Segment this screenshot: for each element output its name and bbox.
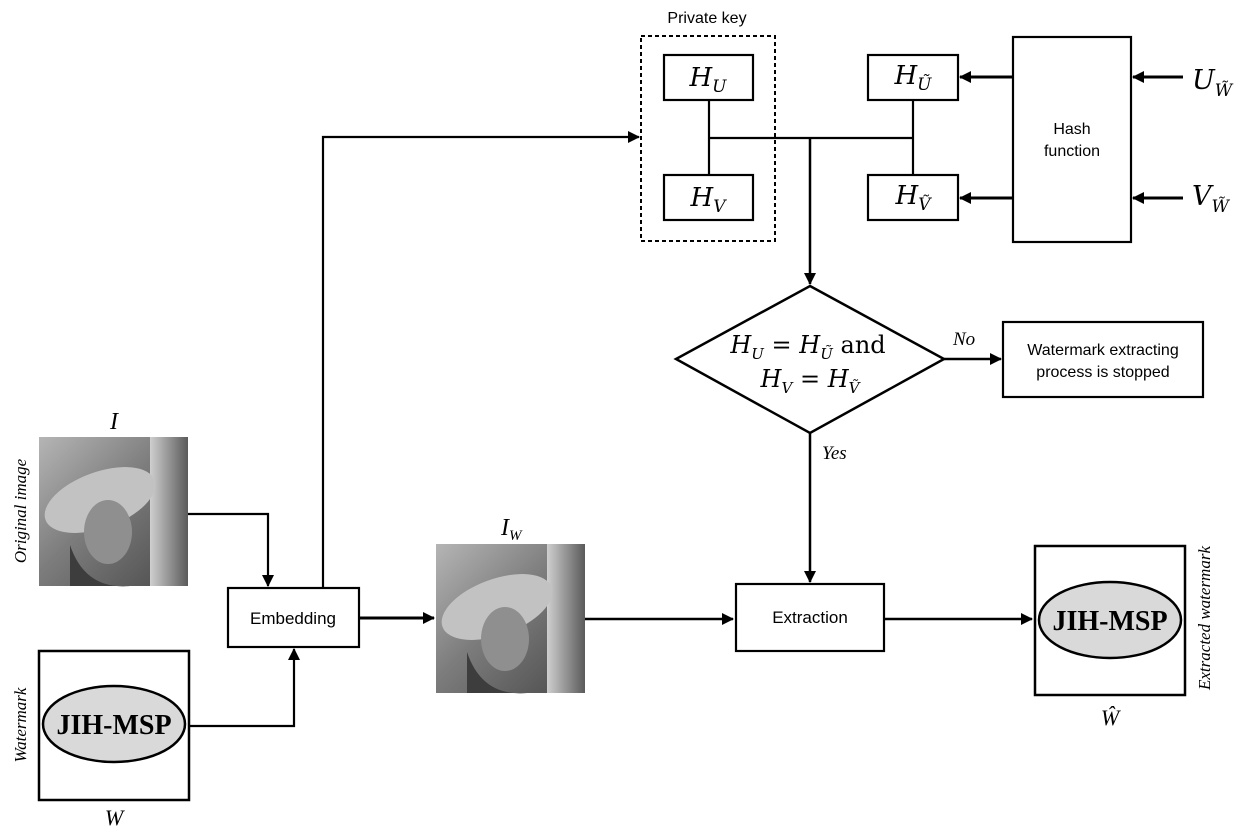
watermark-text: JIH-MSP: [56, 710, 171, 741]
decision-hu: H: [729, 331, 752, 359]
hash-function-box: Hash function: [1011, 35, 1133, 244]
decision-hv: H: [760, 365, 783, 393]
hu-tilde-symbol: H: [893, 61, 918, 91]
hash-function-line2: function: [1044, 143, 1100, 160]
decision-diamond: HU = HŨ and HV = HṼ: [673, 284, 947, 435]
watermark-to-embedding-arrow: [189, 648, 300, 728]
svg-text:HŨ: HŨ: [893, 61, 932, 95]
svg-text:UW̃: UW̃: [1192, 65, 1234, 101]
decision-eq1: =: [764, 331, 799, 359]
decision-hu-sub: U: [751, 345, 765, 363]
extraction-label: Extraction: [772, 608, 848, 627]
v-input-subscript: W̃: [1212, 197, 1231, 217]
extracted-watermark-image: JIH-MSP: [1033, 544, 1187, 697]
u-input-symbol: U: [1192, 65, 1216, 96]
no-label: No: [952, 329, 975, 350]
hu-tilde-subscript: Ũ: [917, 74, 932, 95]
hv-tilde-symbol: H: [895, 181, 920, 211]
private-key-title: Private key: [667, 10, 746, 27]
stopped-line2: process is stopped: [1036, 364, 1169, 381]
watermarked-image: [436, 544, 585, 694]
decision-and: and: [833, 331, 886, 359]
stopped-box: Watermark extracting process is stopped: [1001, 320, 1205, 399]
u-input-subscript: W̃: [1215, 81, 1234, 101]
embedding-to-private-key-arrow: [321, 131, 640, 588]
extracted-watermark-symbol: Ŵ: [1101, 705, 1121, 730]
extracted-watermark-side-label: Extracted watermark: [1195, 546, 1214, 691]
embedding-box: Embedding: [226, 586, 361, 649]
hu-tilde-box: HŨ: [866, 53, 960, 102]
hv-box: HV: [662, 173, 755, 222]
hu-symbol: H: [688, 63, 713, 93]
watermarked-subscript: W: [509, 528, 523, 544]
v-input-symbol: V: [1192, 181, 1214, 212]
watermark-image: JIH-MSP: [37, 649, 191, 802]
decision-hvt-sub: Ṽ: [849, 379, 862, 397]
watermark-side-label: Watermark: [11, 687, 30, 762]
extracted-watermark-text: JIH-MSP: [1052, 606, 1167, 637]
embedding-label: Embedding: [250, 609, 336, 628]
svg-text:HṼ: HṼ: [895, 181, 933, 215]
original-image: [39, 437, 188, 587]
original-to-embedding-arrow: [188, 512, 274, 587]
private-key-group: [640, 35, 776, 242]
original-image-side-label: Original image: [11, 458, 30, 563]
hu-box: HU: [662, 53, 755, 102]
svg-text:VW̃: VW̃: [1192, 181, 1231, 217]
watermark-symbol: W: [105, 805, 125, 830]
decision-hut-sub: Ũ: [820, 345, 834, 363]
decision-hut: H: [798, 331, 821, 359]
decision-hvt: H: [827, 365, 850, 393]
decision-hv-sub: V: [781, 379, 794, 397]
svg-text:HV: HV: [690, 183, 728, 217]
hash-function-line1: Hash: [1053, 121, 1090, 138]
stopped-line1: Watermark extracting: [1027, 342, 1178, 359]
hu-subscript: U: [712, 77, 727, 97]
svg-text:HU = HŨ and: HU = HŨ and: [729, 331, 885, 363]
hv-tilde-subscript: Ṽ: [918, 194, 932, 215]
svg-text:HU: HU: [688, 63, 727, 97]
hv-symbol: H: [690, 183, 715, 213]
decision-eq2: =: [792, 365, 827, 393]
watermarked-symbol: I: [500, 515, 510, 541]
svg-text:IW: IW: [500, 515, 523, 544]
svg-text:HV = HṼ: HV = HṼ: [760, 365, 862, 397]
original-image-symbol: I: [109, 409, 119, 435]
hv-tilde-box: HṼ: [866, 173, 960, 222]
extraction-box: Extraction: [734, 582, 886, 653]
yes-label: Yes: [822, 443, 847, 464]
hv-subscript: V: [713, 197, 727, 217]
